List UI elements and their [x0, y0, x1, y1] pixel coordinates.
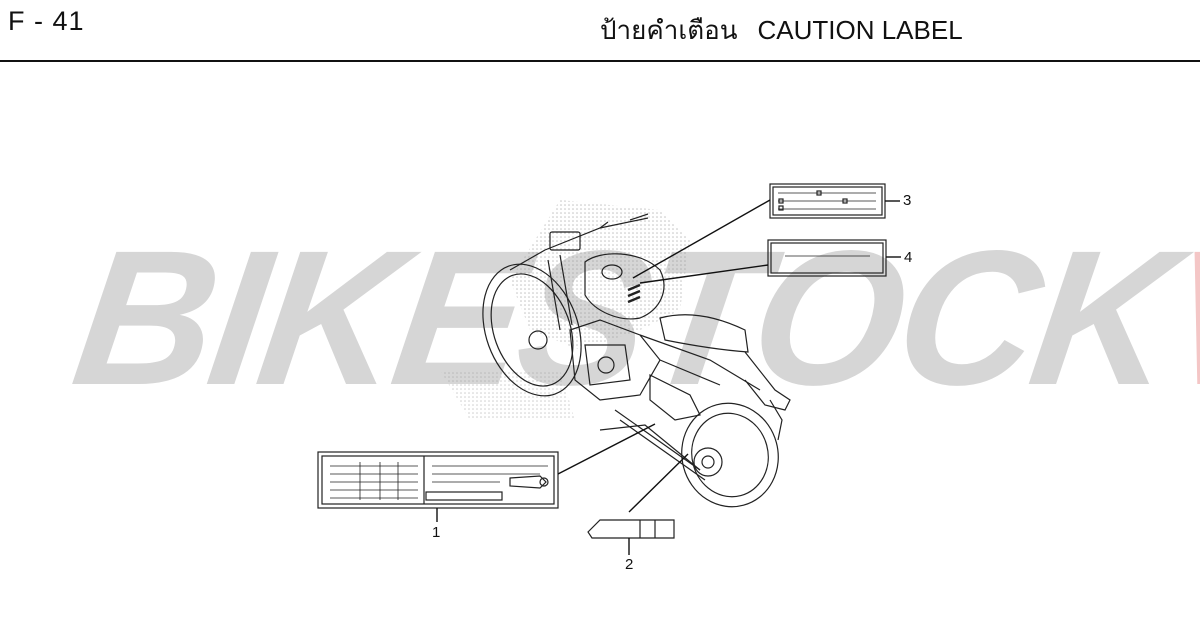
motorcycle-illustration [440, 200, 791, 508]
leader-lines [436, 199, 901, 555]
callout-4: 4 [904, 249, 913, 266]
title-thai: ป้ายคำเตือน [600, 15, 738, 45]
caution-label-1 [317, 451, 559, 509]
callout-3: 3 [903, 192, 912, 209]
callout-2: 2 [625, 556, 634, 573]
caution-label-3 [769, 183, 886, 219]
caution-label-2 [587, 519, 675, 539]
header-divider [0, 60, 1200, 62]
header-code: F - 41 [8, 6, 85, 36]
title-english: CAUTION LABEL [757, 15, 963, 45]
caution-label-4 [767, 239, 887, 277]
page-title: ป้ายคำเตือน CAUTION LABEL [600, 10, 963, 51]
callout-1: 1 [432, 524, 441, 541]
